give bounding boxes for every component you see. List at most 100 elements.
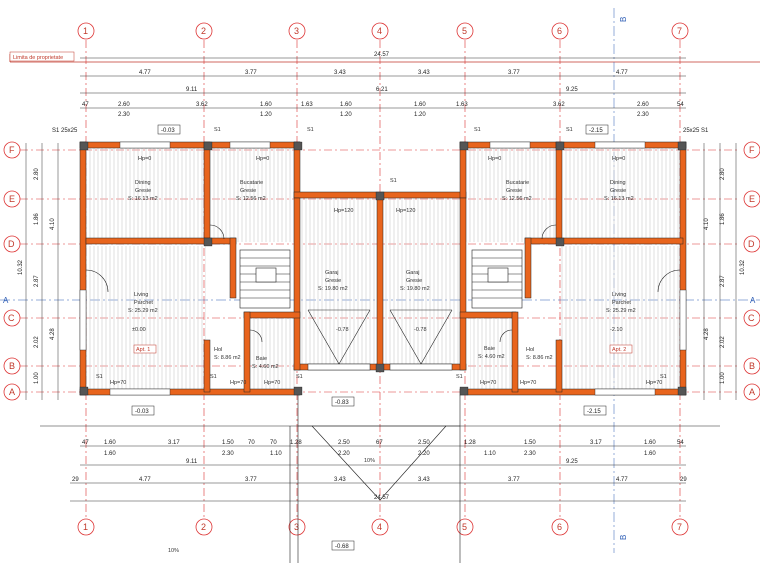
svg-text:S1: S1: [390, 178, 397, 184]
room-floor: Gresie: [406, 278, 422, 284]
svg-text:4.10: 4.10: [50, 218, 56, 230]
svg-text:Hp=70: Hp=70: [480, 380, 496, 386]
garage-doors: [307, 309, 453, 371]
axis-label: 5: [462, 522, 467, 532]
svg-text:1.28: 1.28: [464, 440, 476, 446]
svg-text:10.32: 10.32: [18, 259, 24, 275]
svg-text:2.02: 2.02: [720, 336, 726, 348]
dim-text: 54: [677, 102, 684, 108]
room-area: S: 12.56 m2: [502, 196, 532, 202]
axis-label: A: [9, 387, 15, 397]
axis-label: D: [8, 239, 15, 249]
section-mark-a-right: A: [750, 296, 756, 305]
room-area: S: 12.56 m2: [236, 196, 266, 202]
right-dimension-chains: 10.32 2.80 1.86 2.87 2.02 1.00 4.10 4.28: [703, 143, 746, 400]
room-name: Garaj: [325, 270, 338, 276]
dim-text: 1.20: [340, 112, 352, 118]
svg-text:1.50: 1.50: [222, 440, 234, 446]
room-floor: Parchet: [134, 300, 153, 306]
svg-text:2.30: 2.30: [524, 451, 536, 457]
dim-text: 3.62: [196, 102, 208, 108]
room-area: S: 19.80 m2: [318, 286, 348, 292]
svg-text:1.86: 1.86: [34, 213, 40, 225]
height-labels: Hp=0 Hp=0 Hp=0 Hp=0 Hp=120 Hp=120 Hp=70 …: [110, 156, 662, 386]
svg-text:Hp=0: Hp=0: [612, 156, 625, 162]
svg-text:Hp=70: Hp=70: [110, 380, 126, 386]
level-garage-left: -0.78: [336, 327, 349, 333]
room-area: S: 16.13 m2: [604, 196, 634, 202]
axis-label: E: [9, 194, 15, 204]
interior-walls: [85, 141, 684, 393]
svg-text:4.77: 4.77: [616, 477, 628, 483]
svg-text:1.50: 1.50: [524, 440, 536, 446]
dim-text: 3.62: [553, 102, 565, 108]
svg-text:2.50: 2.50: [418, 440, 430, 446]
svg-text:S1: S1: [214, 127, 221, 133]
level-tag-exterior: -0.68: [335, 544, 349, 550]
room-floor: Parchet: [612, 300, 631, 306]
axis-label: 4: [377, 522, 382, 532]
svg-text:4.28: 4.28: [50, 328, 56, 340]
section-mark-b-bottom: B: [619, 535, 628, 540]
axis-label: E: [749, 194, 755, 204]
svg-text:4.77: 4.77: [139, 477, 151, 483]
level-tag-bottom-left: -0.03: [135, 409, 149, 415]
room-name: Bucatarie: [240, 180, 263, 186]
axis-label: 7: [677, 522, 682, 532]
room-floor: Gresie: [506, 188, 522, 194]
room-name: Dining: [610, 180, 626, 186]
dim-text: 9.25: [566, 87, 578, 93]
dim-text: 1.20: [260, 112, 272, 118]
svg-text:2.20: 2.20: [338, 451, 350, 457]
slope-label-center: 10%: [364, 458, 375, 464]
axis-label: 1: [83, 522, 88, 532]
dim-text: 1.60: [260, 102, 272, 108]
level-apt-left: ±0.00: [132, 327, 146, 333]
svg-text:10.32: 10.32: [740, 259, 746, 275]
svg-text:2.87: 2.87: [720, 275, 726, 287]
axis-bubbles-top: 1 2 3 4 5 6 7: [77, 22, 689, 40]
apartment-tag-1: Apt. 1: [136, 347, 150, 353]
level-apt-right: -2.10: [610, 327, 623, 333]
windows: [79, 141, 687, 396]
svg-text:29: 29: [680, 477, 687, 483]
axis-label: C: [8, 313, 15, 323]
dim-text: 3.77: [245, 70, 257, 76]
room-name: Hol: [214, 347, 222, 353]
svg-text:S1: S1: [566, 127, 573, 133]
room-area: S: 25.29 m2: [128, 308, 158, 314]
room-name: Baie: [256, 356, 267, 362]
svg-text:1.86: 1.86: [720, 213, 726, 225]
dim-text: 2.30: [637, 112, 649, 118]
svg-text:Hp=0: Hp=0: [488, 156, 501, 162]
room-floor: Gresie: [610, 188, 626, 194]
dim-text: 3.43: [334, 70, 346, 76]
svg-text:4.10: 4.10: [704, 218, 710, 230]
axis-bubbles-left: F E D C B A: [3, 141, 21, 401]
level-tag-bottom-right: -2.15: [587, 409, 601, 415]
dim-overall-top: 24.57: [374, 52, 390, 58]
dim-text: 4.77: [139, 70, 151, 76]
svg-text:70: 70: [248, 440, 255, 446]
svg-text:29: 29: [72, 477, 79, 483]
room-area: S: 25.29 m2: [606, 308, 636, 314]
dim-text: 2.60: [637, 102, 649, 108]
bottom-dimension-chains: 47 1.60 3.17 1.50 70 70 1.28 2.50 67 2.5…: [70, 440, 687, 502]
axis-label: F: [749, 145, 755, 155]
level-tag-bottom-mid: -0.83: [335, 400, 349, 406]
svg-text:2.02: 2.02: [34, 336, 40, 348]
floor-finish-hatching: [86, 146, 683, 390]
svg-text:3.77: 3.77: [245, 477, 257, 483]
room-area: S: 4.60 m2: [252, 364, 279, 370]
dim-text: 6.21: [376, 87, 388, 93]
svg-text:54: 54: [677, 440, 684, 446]
staircase-left: [239, 249, 291, 309]
level-tag-top-right: -2.15: [589, 128, 603, 134]
svg-text:2.80: 2.80: [720, 168, 726, 180]
svg-text:1.60: 1.60: [644, 451, 656, 457]
room-name: Garaj: [406, 270, 419, 276]
axis-label: 1: [83, 26, 88, 36]
dim-text: 2.60: [118, 102, 130, 108]
svg-text:Hp=70: Hp=70: [520, 380, 536, 386]
dim-text: 9.11: [186, 87, 198, 93]
